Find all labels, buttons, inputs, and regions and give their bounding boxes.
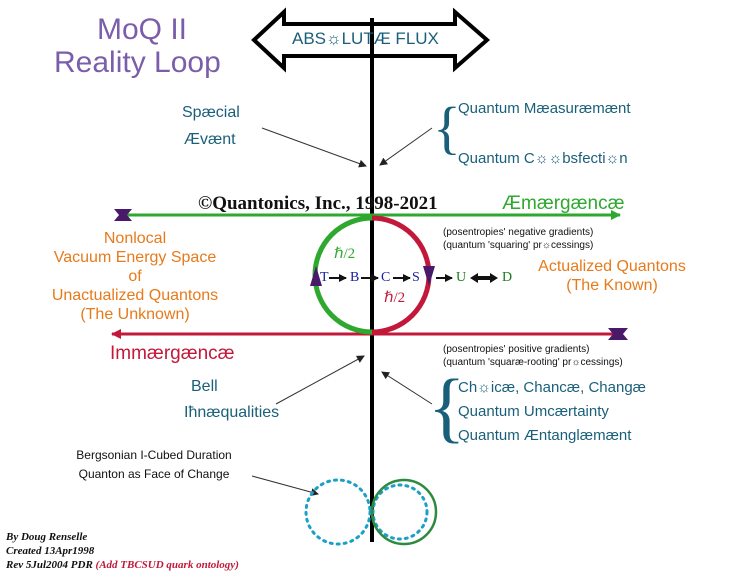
credits-block: By Doug Renselle Created 13Apr1998 Rev 5… xyxy=(6,530,239,572)
quark-b: B xyxy=(350,270,360,285)
bergsonian-dotted-circle-left xyxy=(304,478,372,546)
nonlocal-line-2: Vacuum Energy Space xyxy=(53,249,217,266)
title-line-2: Reality Loop xyxy=(54,46,221,79)
immergence-fletching xyxy=(608,328,628,340)
credits-note: (Add TBCSUD quark ontology) xyxy=(95,559,239,571)
bergsonian-block: Bergsonian I-Cubed Duration Quanton as F… xyxy=(54,446,254,484)
quantum-coobsfection: Quantum C☼☼bsfecti☼n xyxy=(458,150,628,167)
quantum-measurement: Quantum Mæasuræmænt xyxy=(458,100,631,117)
quantum-entanglement: Quantum Æntanglæmænt xyxy=(458,427,632,444)
absolute-flux-label: ABS☼LUTÆ FLUX xyxy=(292,29,439,48)
pointer-measurement xyxy=(379,127,433,166)
credits-line-2: Created 13Apr1998 xyxy=(6,545,95,557)
title-line-1: MoQ II xyxy=(97,13,188,46)
pointer-bell xyxy=(275,355,365,405)
bergsonian-line-2: Quanton as Face of Change xyxy=(78,467,230,481)
bergsonian-solid-circle xyxy=(370,478,438,546)
credits-line-1: By Doug Renselle xyxy=(6,531,88,543)
neg-gradients-line-2: (quantum 'squaring' pr☼cessings) xyxy=(443,240,594,251)
pointer-choice xyxy=(381,371,433,405)
pointer-special-event xyxy=(261,127,367,168)
hbar-bottom-label: ℏ/2 xyxy=(384,290,406,306)
emergence-label: Æmærgæncæ xyxy=(502,193,625,214)
brace-top-icon: { xyxy=(433,95,461,160)
bell-line-2: Iħnæqualities xyxy=(184,404,280,421)
hbar-top-label: ℏ/2 xyxy=(334,246,356,262)
actualized-block: Actualized Quantons (The Known) xyxy=(522,257,702,295)
nonlocal-line-4: Unactualized Quantons xyxy=(51,287,219,304)
loop-arrow-up xyxy=(310,266,322,286)
special-event-line-1: Spæcial xyxy=(182,104,240,121)
credits-line-3: Rev 5Jul2004 PDR (Add TBCSUD quark ontol… xyxy=(6,558,239,572)
brace-bottom-icon: { xyxy=(428,363,466,450)
neg-gradients-line-1: (posentropies' negative gradients) xyxy=(443,227,594,238)
nonlocal-line-3: of xyxy=(128,268,142,285)
special-event-line-2: Ævænt xyxy=(184,131,236,148)
pointer-bergsonian xyxy=(251,475,319,497)
emergence-fletching xyxy=(114,209,132,221)
quark-c: C xyxy=(381,270,391,285)
bell-line-1: Bell xyxy=(191,378,218,395)
loop-arrow-down xyxy=(423,266,435,286)
bergsonian-dotted-circle-right xyxy=(371,483,429,541)
choice-chance-change: Ch☼icæ, Chancæ, Changæ xyxy=(458,379,646,396)
nonlocal-line-1: Nonlocal xyxy=(103,230,167,247)
quark-s: S xyxy=(412,270,420,285)
quark-u: U xyxy=(456,270,467,285)
pos-gradients-line-2: (quantum 'squaræ-rooting' pr☼cessings) xyxy=(443,357,623,368)
quark-t: T xyxy=(320,270,329,285)
quantum-uncertainty: Quantum Umcærtainty xyxy=(458,403,609,420)
quark-d: D xyxy=(502,270,513,285)
bergsonian-line-1: Bergsonian I-Cubed Duration xyxy=(76,448,232,462)
actualized-line-2: (The Known) xyxy=(566,277,658,294)
pos-gradients-line-1: (posentropies' positive gradients) xyxy=(443,344,590,355)
credits-revision: Rev 5Jul2004 PDR xyxy=(6,559,96,571)
actualized-line-1: Actualized Quantons xyxy=(538,258,686,275)
nonlocal-block: Nonlocal Vacuum Energy Space of Unactual… xyxy=(20,229,250,324)
nonlocal-line-5: (The Unknown) xyxy=(80,306,190,323)
copyright: ©Quantonics, Inc., 1998-2021 xyxy=(198,193,438,214)
immergence-label: Immærgæncæ xyxy=(110,343,235,364)
